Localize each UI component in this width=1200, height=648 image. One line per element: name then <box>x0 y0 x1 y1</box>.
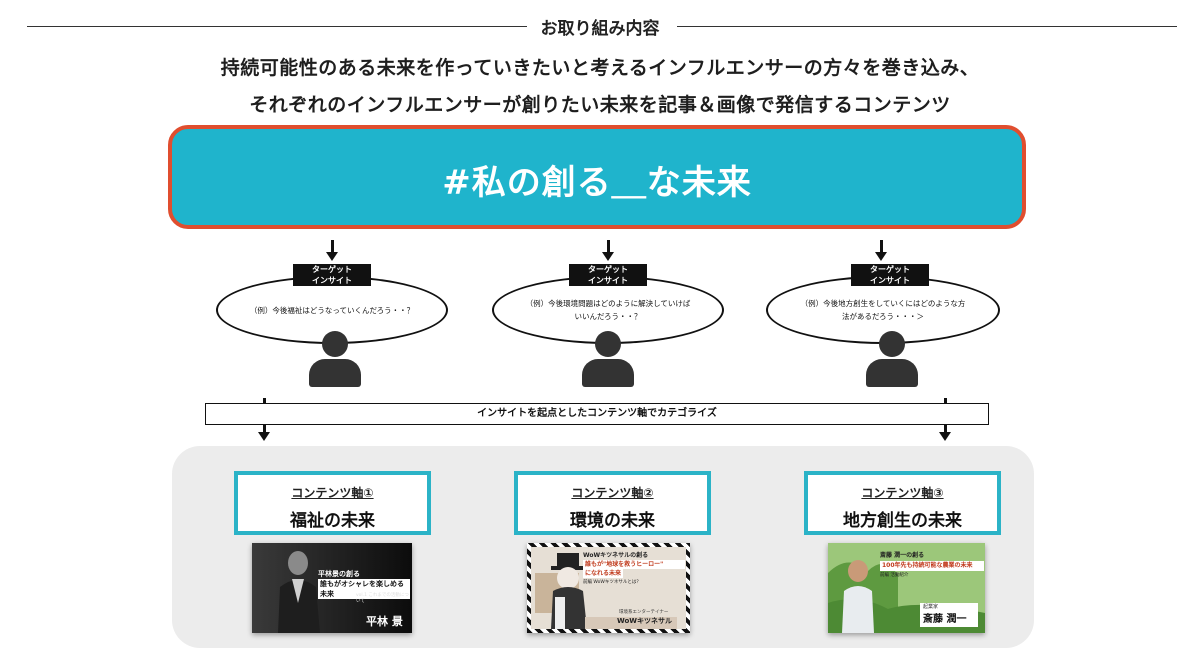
thumb-title-2: WoWキツネサルの創る 誰もが"地球を救うヒーロー" になれる未来 前編 WoW… <box>583 551 685 587</box>
content-axis-box-1: コンテンツ軸① 福祉の未来 <box>234 471 431 535</box>
thumb-name-2: WoWキツネサル <box>617 617 673 625</box>
axis-label: コンテンツ軸② <box>571 486 654 500</box>
lead-line-1: 持続可能性のある未来を作っていきたいと考えるインフルエンサーの方々を巻き込み、 <box>220 57 980 79</box>
arrow-down-icon <box>258 432 270 441</box>
axis-title: 環境の未来 <box>570 511 655 531</box>
target-insight-label: ターゲット インサイト <box>293 264 371 286</box>
insight-text: （例）今後福祉はどうなっていくんだろう・・？ <box>249 305 415 315</box>
thumb-line: になれる未来 <box>583 569 624 578</box>
arrow-down-icon <box>875 252 887 261</box>
lead-line-2: それぞれのインフルエンサーが創りたい未来を記事＆画像で発信するコンテンツ <box>249 94 951 116</box>
thumb-title-1: 平林景の創る 誰もがオシャレを楽しめる未来 <box>318 569 410 599</box>
thumb-line: 誰もが"地球を救うヒーロー" <box>583 560 685 569</box>
insight-bubble-3: （例）今後地方創生をしていくにはどのような方 法があるだろう・・・＞ <box>766 276 1000 344</box>
axis-label: コンテンツ軸③ <box>861 486 944 500</box>
article-thumbnail-3[interactable]: 斎藤 潤一の創る 100年先も持続可能な農業の未来 前編 活動紹介 起業家 斎藤… <box>828 543 985 633</box>
arrow-down-icon <box>602 252 614 261</box>
label-line: インサイト <box>312 276 352 285</box>
label-line: インサイト <box>588 276 628 285</box>
arrow-down-icon <box>326 252 338 261</box>
label-line: ターゲット <box>870 265 910 274</box>
thumb-line: 100年先も持続可能な農業の未来 <box>880 561 984 571</box>
label-line: ターゲット <box>312 265 352 274</box>
article-thumbnail-2[interactable]: WoWキツネサルの創る 誰もが"地球を救うヒーロー" になれる未来 前編 WoW… <box>527 543 690 633</box>
person-icon <box>866 331 918 387</box>
thumb-line: 誰もがオシャレを楽しめる未来 <box>318 579 410 599</box>
section-title: お取り組み内容 <box>0 14 1200 39</box>
thumb-name-1: 平林 景 <box>366 615 403 628</box>
thumb-caption-1: vol.1 これまでの活動について <box>356 593 409 604</box>
arrow-stem-2 <box>607 240 610 253</box>
thumb-caption: 前編 活動紹介 <box>880 573 909 578</box>
insight-text: （例）今後地方創生をしていくにはどのような方 法があるだろう・・・＞ <box>800 299 966 321</box>
category-bar: インサイトを起点としたコンテンツ軸でカテゴライズ <box>205 403 989 425</box>
header-rule-left <box>27 26 527 27</box>
person-icon <box>309 331 361 387</box>
hashtag-banner: #私の創る＿な未来 <box>168 125 1026 229</box>
thumb-line: 斎藤 潤一の創る <box>880 552 925 559</box>
arrow-stem-3 <box>880 240 883 253</box>
person-icon <box>582 331 634 387</box>
thumb-namebox-3: 起業家 斎藤 潤一 <box>920 603 978 627</box>
thumb-role-2: 環境系エンターテイナー <box>619 610 669 615</box>
thumb-caption: 前編 WoWキツネサルとは？ <box>583 580 641 585</box>
insight-text: （例）今後環境問題はどのように解決していけば いいんだろう・・？ <box>525 299 691 321</box>
thumb-line: WoWキツネサルの創る <box>583 552 649 559</box>
content-axis-box-2: コンテンツ軸② 環境の未来 <box>514 471 711 535</box>
label-line: インサイト <box>870 276 910 285</box>
thumb-inner-2: WoWキツネサルの創る 誰もが"地球を救うヒーロー" になれる未来 前編 WoW… <box>531 547 686 629</box>
target-insight-label: ターゲット インサイト <box>851 264 929 286</box>
target-insight-label: ターゲット インサイト <box>569 264 647 286</box>
thumb-title-3: 斎藤 潤一の創る 100年先も持続可能な農業の未来 前編 活動紹介 <box>880 551 984 581</box>
axis-label: コンテンツ軸① <box>291 486 374 500</box>
axis-title: 福祉の未来 <box>290 511 375 531</box>
label-line: ターゲット <box>588 265 628 274</box>
arrow-down-icon <box>939 432 951 441</box>
thumb-role: 起業家 <box>923 604 939 610</box>
hashtag-banner-text: #私の創る＿な未来 <box>442 163 752 203</box>
header-rule-right <box>677 26 1177 27</box>
axis-title: 地方創生の未来 <box>843 511 962 531</box>
thumb-name: 斎藤 潤一 <box>923 614 967 625</box>
arrow-stem-1 <box>331 240 334 253</box>
article-thumbnail-1[interactable]: 平林景の創る 誰もがオシャレを楽しめる未来 vol.1 これまでの活動について … <box>252 543 412 633</box>
thumb-line: 平林景の創る <box>318 570 360 578</box>
content-axis-box-3: コンテンツ軸③ 地方創生の未来 <box>804 471 1001 535</box>
